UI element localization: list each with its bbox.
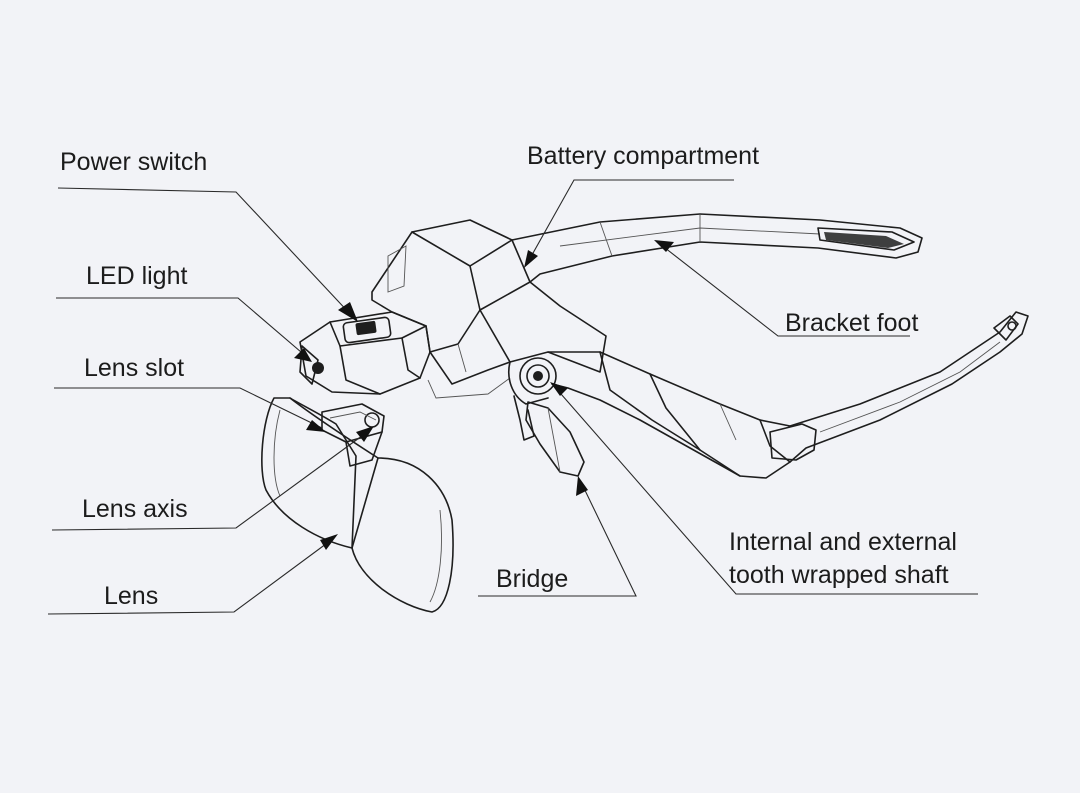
part-labels: Power switch LED light Lens slot Lens ax…	[60, 142, 957, 610]
leader-lines	[47, 179, 978, 615]
lower-temple-arm	[547, 311, 1029, 479]
upper-temple-arm	[511, 213, 923, 283]
lens-plate	[261, 397, 454, 613]
label-lens: Lens	[104, 582, 158, 610]
label-bracket-foot: Bracket foot	[785, 309, 918, 337]
arrowhead-bracket-foot	[654, 240, 674, 252]
label-shaft-line1: Internal and external	[729, 528, 957, 556]
arrowhead-battery	[524, 250, 538, 268]
hinge-gear	[508, 357, 557, 405]
label-lens-axis: Lens axis	[82, 495, 188, 523]
arrowhead-power-switch	[338, 302, 358, 322]
led-head	[299, 311, 431, 395]
label-led-light: LED light	[86, 262, 187, 290]
label-bridge: Bridge	[496, 565, 568, 593]
arrowhead-lens-slot	[306, 420, 326, 432]
arrowheads	[294, 240, 674, 550]
label-power-switch: Power switch	[60, 148, 207, 176]
label-lens-slot: Lens slot	[84, 354, 184, 382]
arrowhead-lens	[320, 534, 338, 550]
arrowhead-led-light	[294, 348, 312, 362]
label-battery-compartment: Battery compartment	[527, 142, 759, 170]
arrowhead-bridge	[576, 476, 588, 496]
headset-illustration	[261, 213, 1029, 613]
main-body	[371, 219, 607, 399]
arrowhead-shaft	[550, 382, 568, 396]
label-shaft-line2: tooth wrapped shaft	[729, 561, 949, 589]
arrowhead-lens-axis	[356, 426, 374, 442]
